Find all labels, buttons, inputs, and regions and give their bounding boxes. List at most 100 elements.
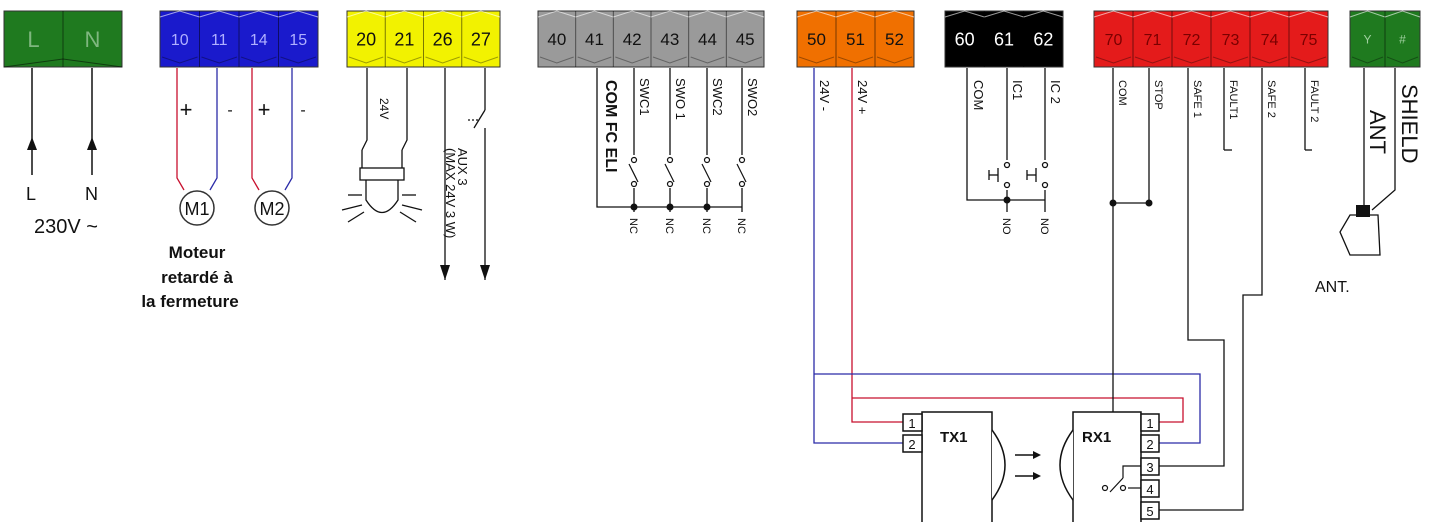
motor-note-line-3: la fermeture [141,292,238,311]
shield-label: SHIELD [1397,84,1422,163]
motor-1-minus: - [227,102,232,119]
nc-label-2: NC [663,218,675,234]
terminal-41: 41 [585,30,604,49]
swc2-label: SWC2 [710,78,725,116]
lamp-symbol [341,68,423,223]
terminal-43: 43 [660,30,679,49]
v24-minus-label: 24V - [817,80,832,111]
motor-note-line-1: Moteur [169,243,226,262]
terminal-20: 20 [356,29,376,49]
motor-wiring [176,68,293,191]
terminal-40: 40 [547,30,566,49]
terminal-L: L [27,27,39,52]
motor-2-symbol [254,190,290,226]
tx1-pin-1: 1 [908,416,915,431]
motor-2-minus: - [300,102,305,119]
limit-switch-contact-1 [628,156,639,188]
terminal-45: 45 [736,30,755,49]
v24-plus-label: 24V + [855,80,870,114]
antenna-connector [1356,205,1370,217]
terminal-70: 70 [1105,32,1123,49]
motor-2-plus: + [258,97,271,122]
terminal-72: 72 [1183,32,1201,49]
motor-1-plus: + [180,97,193,122]
com-60-label: COM [971,80,986,110]
terminal-51: 51 [846,30,865,49]
terminal-74: 74 [1261,32,1279,49]
no-label-1: NO [1000,218,1012,235]
motor-1-symbol [179,190,215,226]
terminal-60: 60 [955,29,975,49]
limit-switch-contact-4 [736,156,747,188]
motor-2-label: M2 [259,199,284,219]
terminal-15: 15 [289,32,307,49]
supply-wiring [813,68,1201,444]
terminal-block-supply: 50 51 52 [796,10,915,68]
rx1-pin-5: 5 [1146,504,1153,519]
lamp-voltage: 24V [377,98,391,119]
limit-switch-contacts [628,156,747,188]
terminal-#: # [1399,32,1406,46]
no-label-2: NO [1038,218,1050,235]
terminal-block-antenna: Y# [1349,10,1421,68]
rx1-pin-4: 4 [1146,482,1153,497]
control-junction [1003,196,1011,204]
stop-label: STOP [1152,80,1164,110]
rx1-relay-contact [1101,465,1141,493]
control-wiring [966,68,1049,212]
terminal-42: 42 [623,30,642,49]
aux3-max-label: (MAX 24V 3 W) [443,148,458,238]
ic1-label: IC1 [1010,80,1025,100]
swo2-label: SWO2 [745,78,760,116]
ant-dot-label: ANT. [1315,279,1350,296]
terminal-27: 27 [471,29,491,49]
terminal-61: 61 [994,29,1014,49]
motor-1-label: M1 [184,199,209,219]
safe2-label: SAFE 2 [1265,80,1277,118]
terminal-block-motor: 10 11 14 15 [159,10,319,68]
terminal-62: 62 [1033,29,1053,49]
safety-junctions [1109,199,1153,207]
rx1-unit [1059,411,1160,522]
terminal-52: 52 [885,30,904,49]
terminal-block-light: 20 21 26 27 [346,10,501,68]
aux3-label: AUX 3 [455,148,470,186]
fault1-label: FAULT1 [1227,80,1239,120]
tx1-pin-labels: 12 [908,416,915,452]
power-l-label: L [26,184,36,204]
voltage-label: 230V ~ [34,216,98,238]
nc-label-4: NC [735,218,747,234]
terminal-26: 26 [433,29,453,49]
terminal-21: 21 [394,29,414,49]
limit-switch-contact-2 [664,156,675,188]
terminal-14: 14 [250,32,268,49]
power-wiring [27,68,97,175]
terminal-71: 71 [1144,32,1162,49]
com-70-label: COM [1116,80,1128,106]
terminal-N: N [85,27,101,52]
rx1-label: RX1 [1082,429,1111,446]
rx1-pin-3: 3 [1146,460,1153,475]
tx1-unit [902,411,1006,522]
terminal-block-limit: 40 41 42 43 44 45 [537,10,765,68]
terminal-75: 75 [1300,32,1318,49]
ant-label: ANT [1365,110,1390,154]
rx1-pin-1: 1 [1146,416,1153,431]
fault2-label: FAULT 2 [1308,80,1320,122]
terminal-11: 11 [211,32,228,49]
aux3-wiring [440,68,490,280]
limit-junctions [630,203,711,211]
terminal-50: 50 [807,30,826,49]
motor-note-line-2: retardé à [161,268,233,287]
terminal-10: 10 [171,32,189,49]
terminal-block-control: 60 61 62 [944,10,1064,68]
swc1-label: SWC1 [637,78,652,116]
terminal-44: 44 [698,30,717,49]
safe1-label: SAFE 1 [1191,80,1203,118]
com-fc-eli-label: COM FC ELI [602,80,619,172]
